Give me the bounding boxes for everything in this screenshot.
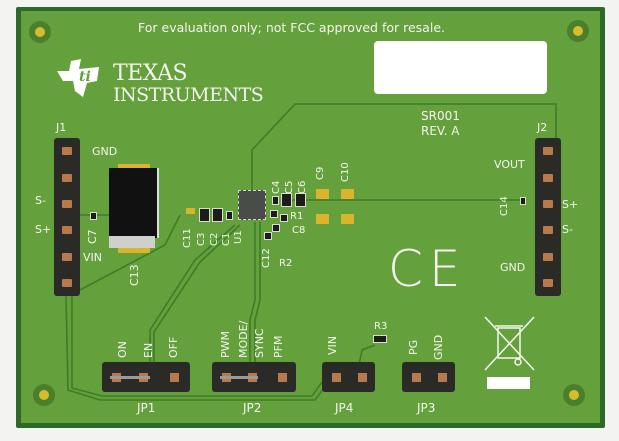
jp4-vin-label: VIN	[326, 336, 339, 355]
c9-pad	[316, 189, 329, 199]
j1-header[interactable]	[54, 138, 80, 296]
weee-bar	[487, 377, 530, 389]
c5-capacitor	[281, 193, 292, 207]
j2-s-minus-label: S-	[562, 223, 573, 236]
evaluation-notice: For evaluation only; not FCC approved fo…	[138, 20, 445, 35]
u1-label: U1	[233, 230, 244, 244]
jp3-gnd-label: GND	[432, 334, 445, 360]
jp4-ref: JP4	[335, 401, 354, 415]
jp3-ref: JP3	[417, 401, 436, 415]
c13-label: C13	[128, 264, 141, 286]
j2-vout-label: VOUT	[494, 158, 525, 171]
c14-label: C14	[499, 196, 510, 216]
jp2-sync-label: SYNC	[253, 328, 266, 358]
c13-polarity-band	[109, 236, 155, 248]
c4-capacitor	[272, 196, 279, 205]
trace	[65, 294, 331, 401]
ti-logo-icon: ti	[57, 59, 99, 97]
c6-capacitor	[295, 193, 306, 207]
jp1-on-label: ON	[116, 341, 129, 358]
logo-texas: TEXAS	[113, 61, 188, 86]
c8-capacitor	[272, 224, 280, 232]
logo-instruments: INSTRUMENTS	[113, 84, 264, 106]
mounting-hole	[29, 21, 51, 43]
jp2-ref: JP2	[243, 401, 262, 415]
mounting-hole	[567, 20, 589, 42]
j1-gnd-label: GND	[92, 145, 118, 158]
trace	[79, 214, 181, 291]
trace	[251, 103, 557, 190]
c12-capacitor	[264, 232, 272, 240]
svg-text:ti: ti	[79, 69, 91, 85]
c2-label: C2	[209, 232, 220, 246]
jp1-jumper[interactable]	[102, 362, 190, 392]
j1-s-minus-label: S-	[35, 194, 46, 207]
trace	[249, 222, 256, 375]
c9-pad	[316, 214, 329, 224]
ce-mark: CE	[388, 240, 467, 298]
j1-vin-label: VIN	[83, 251, 102, 264]
c10-label: C10	[340, 162, 351, 182]
u1-ic	[238, 190, 266, 220]
c11-label: C11	[182, 228, 193, 248]
jp2-jumper[interactable]	[212, 362, 296, 392]
j2-s-plus-label: S+	[562, 198, 579, 211]
jp2-shunt[interactable]	[220, 376, 258, 379]
trace	[254, 222, 261, 375]
c3-capacitor	[199, 208, 210, 222]
c7-capacitor	[90, 212, 97, 220]
c3-label: C3	[196, 232, 207, 246]
c8-label: C8	[292, 225, 306, 236]
jp2-pfm-label: PFM	[272, 335, 285, 358]
r1-resistor	[270, 210, 278, 218]
r3-resistor	[373, 335, 387, 343]
r1-label: R1	[290, 211, 304, 222]
c14-capacitor	[520, 197, 526, 205]
c1-label: C1	[221, 232, 232, 246]
c1-capacitor	[226, 211, 233, 220]
j2-ref: J2	[537, 121, 548, 134]
c11-pad	[186, 208, 195, 214]
jp4-jumper[interactable]	[322, 362, 375, 392]
jp2-mode-label: MODE/	[237, 320, 250, 358]
j1-ref: J1	[56, 121, 67, 134]
mounting-hole	[33, 384, 55, 406]
r3-label: R3	[374, 321, 388, 332]
c13-pad	[118, 248, 150, 253]
j2-gnd-label: GND	[500, 261, 526, 274]
c6-label: C6	[297, 180, 308, 194]
c10-pad	[341, 189, 354, 199]
jp3-jumper[interactable]	[402, 362, 455, 392]
revision: REV. A	[421, 124, 460, 138]
j1-s-plus-label: S+	[35, 223, 52, 236]
jp1-en-label: EN	[142, 342, 155, 358]
trace	[71, 295, 326, 397]
c7-label: C7	[86, 229, 99, 244]
weee-recycle-bin-icon	[484, 316, 535, 371]
c12-label: C12	[261, 248, 272, 268]
mounting-hole	[563, 384, 585, 406]
trace	[149, 224, 236, 375]
label-area	[374, 41, 547, 94]
c4-label: C4	[271, 180, 282, 194]
jp1-off-label: OFF	[167, 336, 180, 358]
r1-resistor	[280, 214, 288, 222]
c5-label: C5	[284, 180, 295, 194]
trace	[153, 224, 241, 375]
c10-pad	[341, 214, 354, 224]
c13-capacitor	[109, 168, 159, 238]
jp2-pwm-label: PWM	[219, 330, 232, 358]
jp1-ref: JP1	[137, 401, 156, 415]
r2-label: R2	[279, 258, 293, 269]
c2-capacitor	[212, 208, 223, 222]
c13-pad	[118, 164, 150, 169]
j2-header[interactable]	[535, 138, 561, 296]
jp1-shunt[interactable]	[110, 376, 150, 379]
c9-label: C9	[315, 166, 326, 180]
jp3-pg-label: PG	[407, 339, 420, 355]
part-number: SR001	[421, 109, 460, 123]
